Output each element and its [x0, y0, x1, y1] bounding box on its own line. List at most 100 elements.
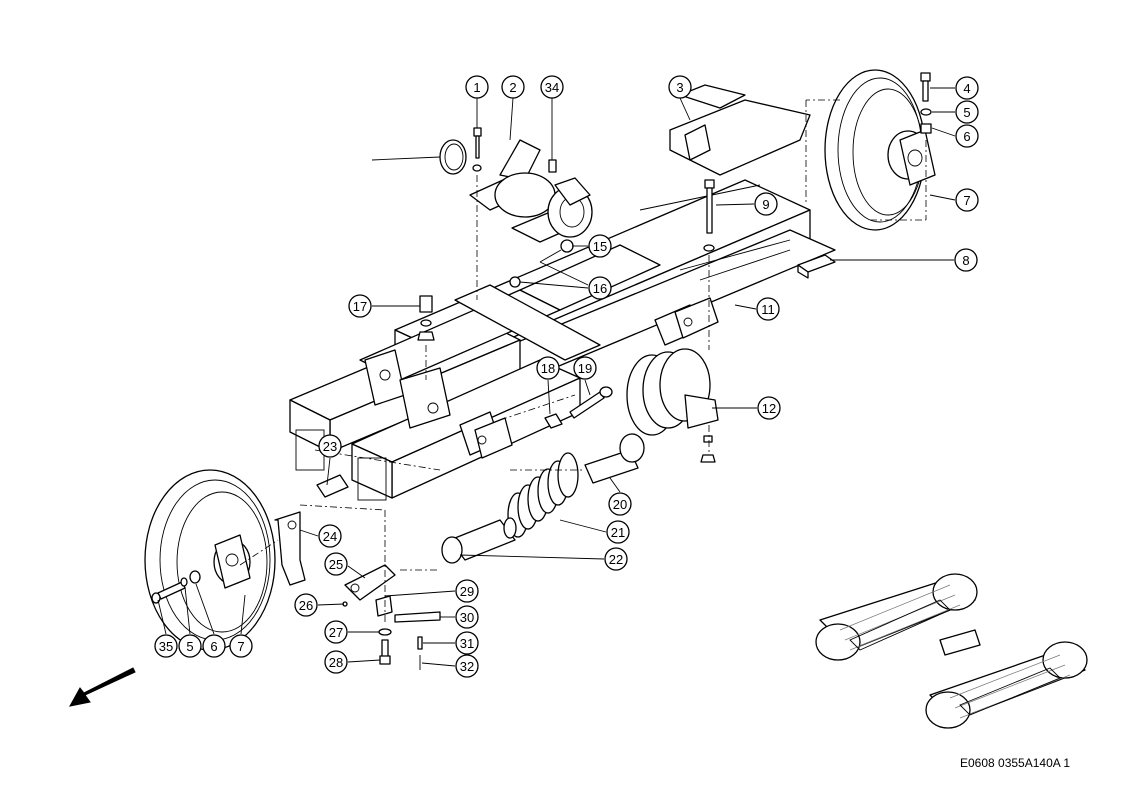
track-roller	[626, 348, 719, 463]
svg-text:29: 29	[460, 584, 474, 599]
pin-30	[394, 611, 441, 623]
svg-text:1: 1	[473, 80, 480, 95]
svg-text:7: 7	[237, 639, 244, 654]
washer-5-upper	[920, 108, 932, 116]
callout-18: 18	[536, 356, 560, 380]
svg-text:2: 2	[509, 80, 516, 95]
svg-text:5: 5	[186, 639, 193, 654]
svg-text:6: 6	[963, 129, 970, 144]
svg-text:12: 12	[762, 401, 776, 416]
svg-text:5: 5	[963, 105, 970, 120]
pin-31	[417, 636, 423, 650]
callout-17: 17	[348, 294, 372, 318]
bolt-19	[569, 386, 613, 419]
callout-20: 20	[608, 492, 632, 516]
callout-5-lower: 5	[178, 634, 202, 658]
spacer-17	[417, 295, 435, 341]
direction-arrow-icon	[69, 667, 136, 707]
callout-6-upper: 6	[955, 124, 979, 148]
svg-text:25: 25	[329, 557, 343, 572]
callout-34: 34	[540, 75, 564, 99]
grease-nipple	[548, 159, 557, 173]
svg-text:19: 19	[578, 361, 592, 376]
svg-text:16: 16	[593, 281, 607, 296]
overview-inset	[815, 573, 1088, 729]
washer-27	[378, 628, 392, 636]
callout-4: 4	[955, 76, 979, 100]
clevis-25	[344, 564, 396, 601]
support-bracket	[669, 84, 811, 176]
callout-27: 27	[324, 620, 348, 644]
svg-text:26: 26	[299, 598, 313, 613]
callouts: 1 2 34 3 4 5 6 7 9 8 15 16 11 17 18 19 1…	[154, 75, 979, 678]
svg-text:4: 4	[963, 81, 970, 96]
svg-text:27: 27	[329, 625, 343, 640]
guide-rod	[584, 433, 645, 484]
callout-7-lower: 7	[229, 634, 253, 658]
svg-text:3: 3	[676, 80, 683, 95]
bolt-4	[920, 72, 931, 102]
svg-text:22: 22	[609, 552, 623, 567]
bolt-28	[379, 639, 391, 665]
washer-5-lower	[180, 577, 188, 587]
callout-16: 16	[588, 276, 612, 300]
main-frame	[289, 179, 836, 501]
assembly-lines	[239, 99, 927, 625]
nut-16	[509, 276, 521, 288]
callout-23: 23	[318, 434, 342, 458]
callout-31: 31	[455, 631, 479, 655]
callout-22: 22	[604, 547, 628, 571]
callout-29: 29	[455, 579, 479, 603]
callout-2: 2	[501, 75, 525, 99]
svg-text:17: 17	[353, 299, 367, 314]
svg-text:21: 21	[611, 525, 625, 540]
callout-30: 30	[455, 605, 479, 629]
plate-8	[797, 254, 836, 279]
nut-18	[544, 413, 563, 429]
idler-wheel-lower	[144, 469, 276, 651]
leader-lines	[157, 87, 956, 667]
svg-text:34: 34	[545, 80, 559, 95]
idler-wheel-upper	[824, 69, 936, 231]
callout-8: 8	[954, 248, 978, 272]
clip-23	[316, 474, 349, 498]
svg-text:24: 24	[323, 529, 337, 544]
nut-6-lower	[189, 570, 201, 584]
callout-6-lower: 6	[202, 634, 226, 658]
svg-text:7: 7	[963, 193, 970, 208]
callout-35: 35	[154, 634, 178, 658]
tension-tube	[441, 517, 517, 564]
svg-text:15: 15	[593, 239, 607, 254]
callout-21: 21	[606, 520, 630, 544]
bolt-15	[539, 239, 574, 263]
callout-24: 24	[318, 524, 342, 548]
callout-19: 19	[573, 356, 597, 380]
callout-28: 28	[324, 650, 348, 674]
callout-11: 11	[756, 297, 780, 321]
bearing-housing	[469, 139, 593, 243]
callout-1: 1	[465, 75, 489, 99]
callout-32: 32	[455, 654, 479, 678]
callout-5-upper: 5	[955, 100, 979, 124]
svg-text:30: 30	[460, 610, 474, 625]
o-ring	[439, 139, 467, 175]
callout-12: 12	[757, 396, 781, 420]
svg-text:23: 23	[323, 439, 337, 454]
callout-15: 15	[588, 234, 612, 258]
drawing-code: E0608 0355A140A 1	[960, 756, 1071, 770]
bolt-9	[703, 179, 715, 252]
svg-text:31: 31	[460, 636, 474, 651]
bolt-1	[472, 127, 482, 172]
svg-text:18: 18	[541, 361, 555, 376]
svg-text:6: 6	[210, 639, 217, 654]
tension-spring	[507, 452, 579, 538]
svg-text:8: 8	[962, 253, 969, 268]
callout-3: 3	[668, 75, 692, 99]
nut-6-upper	[920, 123, 932, 134]
callout-26: 26	[294, 593, 318, 617]
sleeve-29	[375, 595, 393, 617]
svg-text:32: 32	[460, 659, 474, 674]
yoke-bracket	[274, 511, 306, 586]
callout-7-upper: 7	[955, 188, 979, 212]
